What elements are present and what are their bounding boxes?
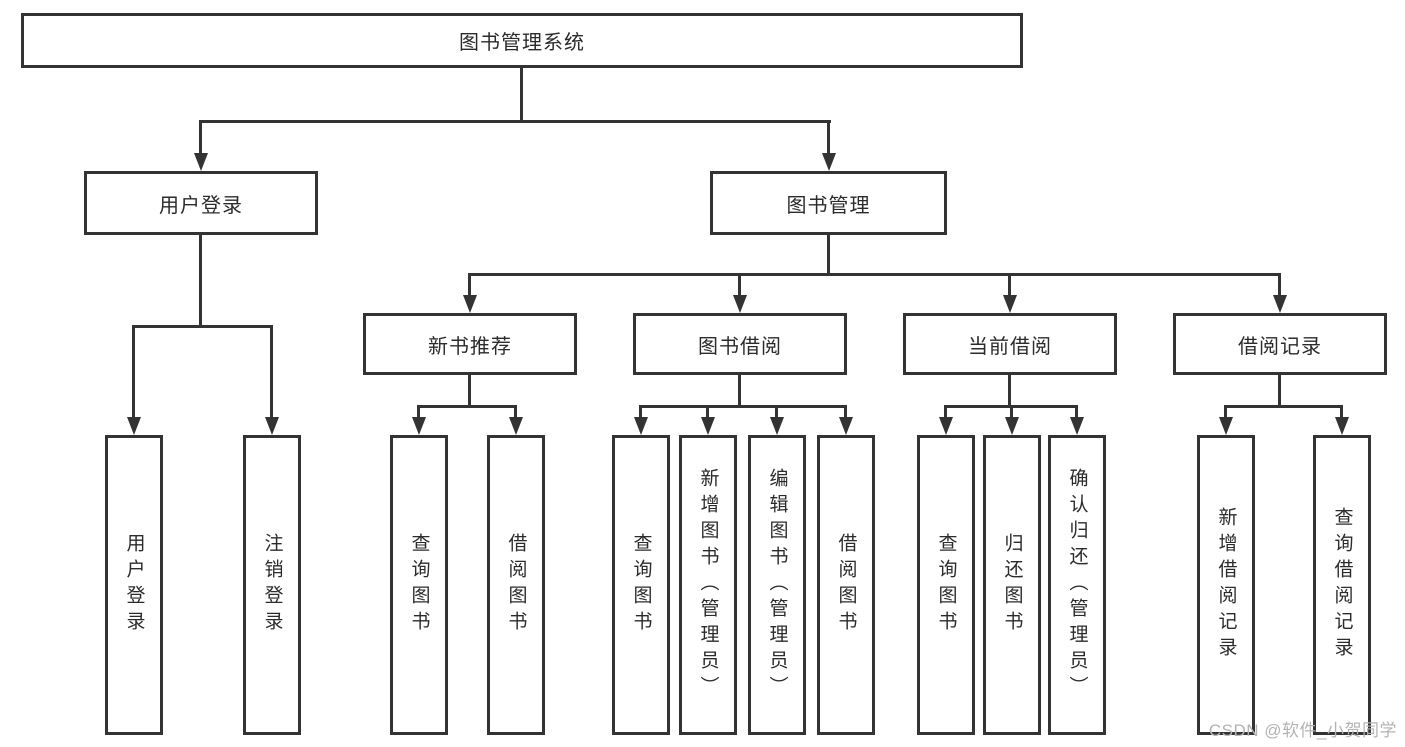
watermark: CSDN @软件_小贺同学 [1208,721,1397,740]
connector-line [738,375,741,405]
arrow-down-icon [770,417,784,435]
leaf-confirm-return-admin: 确认归还（管理员） [1048,435,1106,735]
connector-line [132,325,135,417]
node-current-borrow: 当前借阅 [903,313,1117,375]
leaf-query-books-recommend: 查询图书 [390,435,448,735]
connector-line [1008,375,1011,405]
connector-line [1340,405,1343,419]
arrow-down-icon [127,417,141,435]
arrow-down-icon [412,417,426,435]
arrow-down-icon [1219,417,1233,435]
leaf-query-books-current: 查询图书 [917,435,975,735]
leaf-edit-book-admin: 编辑图书（管理员） [748,435,806,735]
leaf-logout: 注销登录 [243,435,301,735]
connector-line [199,120,831,123]
arrow-down-icon [194,153,208,171]
connector-line [417,405,517,408]
connector-line [199,235,202,325]
arrow-down-icon [463,295,477,313]
node-borrow-records: 借阅记录 [1173,313,1387,375]
connector-line [706,405,709,419]
connector-line [270,325,273,417]
connector-line [468,273,471,297]
leaf-borrow-books-recommend: 借阅图书 [487,435,545,735]
leaf-user-login: 用户登录 [105,435,163,735]
connector-line [199,120,202,154]
arrow-down-icon [701,417,715,435]
arrow-down-icon [265,417,279,435]
connector-line [944,405,947,419]
connector-line [827,235,830,273]
leaf-query-books-borrow: 查询图书 [612,435,670,735]
arrow-down-icon [939,417,953,435]
node-book-borrow: 图书借阅 [633,313,847,375]
connector-line [468,375,471,405]
connector-line [775,405,778,419]
connector-line [844,405,847,419]
arrow-down-icon [1335,417,1349,435]
arrow-down-icon [1070,417,1084,435]
arrow-down-icon [634,417,648,435]
connector-line [468,273,1281,276]
connector-line [639,405,642,419]
connector-line [1075,405,1078,419]
connector-line [132,325,273,328]
connector-line [827,120,830,154]
node-book-management: 图书管理 [710,171,947,235]
connector-line [1224,405,1227,419]
node-user-login: 用户登录 [84,171,318,235]
leaf-add-borrow-record: 新增借阅记录 [1197,435,1255,735]
leaf-add-book-admin: 新增图书（管理员） [679,435,737,735]
arrow-down-icon [733,295,747,313]
connector-line [520,68,523,120]
connector-line [1278,375,1281,405]
connector-line [738,273,741,297]
node-root: 图书管理系统 [21,13,1023,68]
connector-line [1008,273,1011,297]
node-new-book-recommend: 新书推荐 [363,313,577,375]
arrow-down-icon [1273,295,1287,313]
arrow-down-icon [509,417,523,435]
leaf-borrow-books-borrow: 借阅图书 [817,435,875,735]
connector-line [1278,273,1281,297]
arrow-down-icon [822,153,836,171]
leaf-return-book: 归还图书 [983,435,1041,735]
arrow-down-icon [839,417,853,435]
connector-line [1010,405,1013,419]
connector-line [417,405,420,419]
connector-line [639,405,847,408]
connector-line [514,405,517,419]
connector-line [1224,405,1343,408]
leaf-query-borrow-record: 查询借阅记录 [1313,435,1371,735]
arrow-down-icon [1003,295,1017,313]
arrow-down-icon [1005,417,1019,435]
